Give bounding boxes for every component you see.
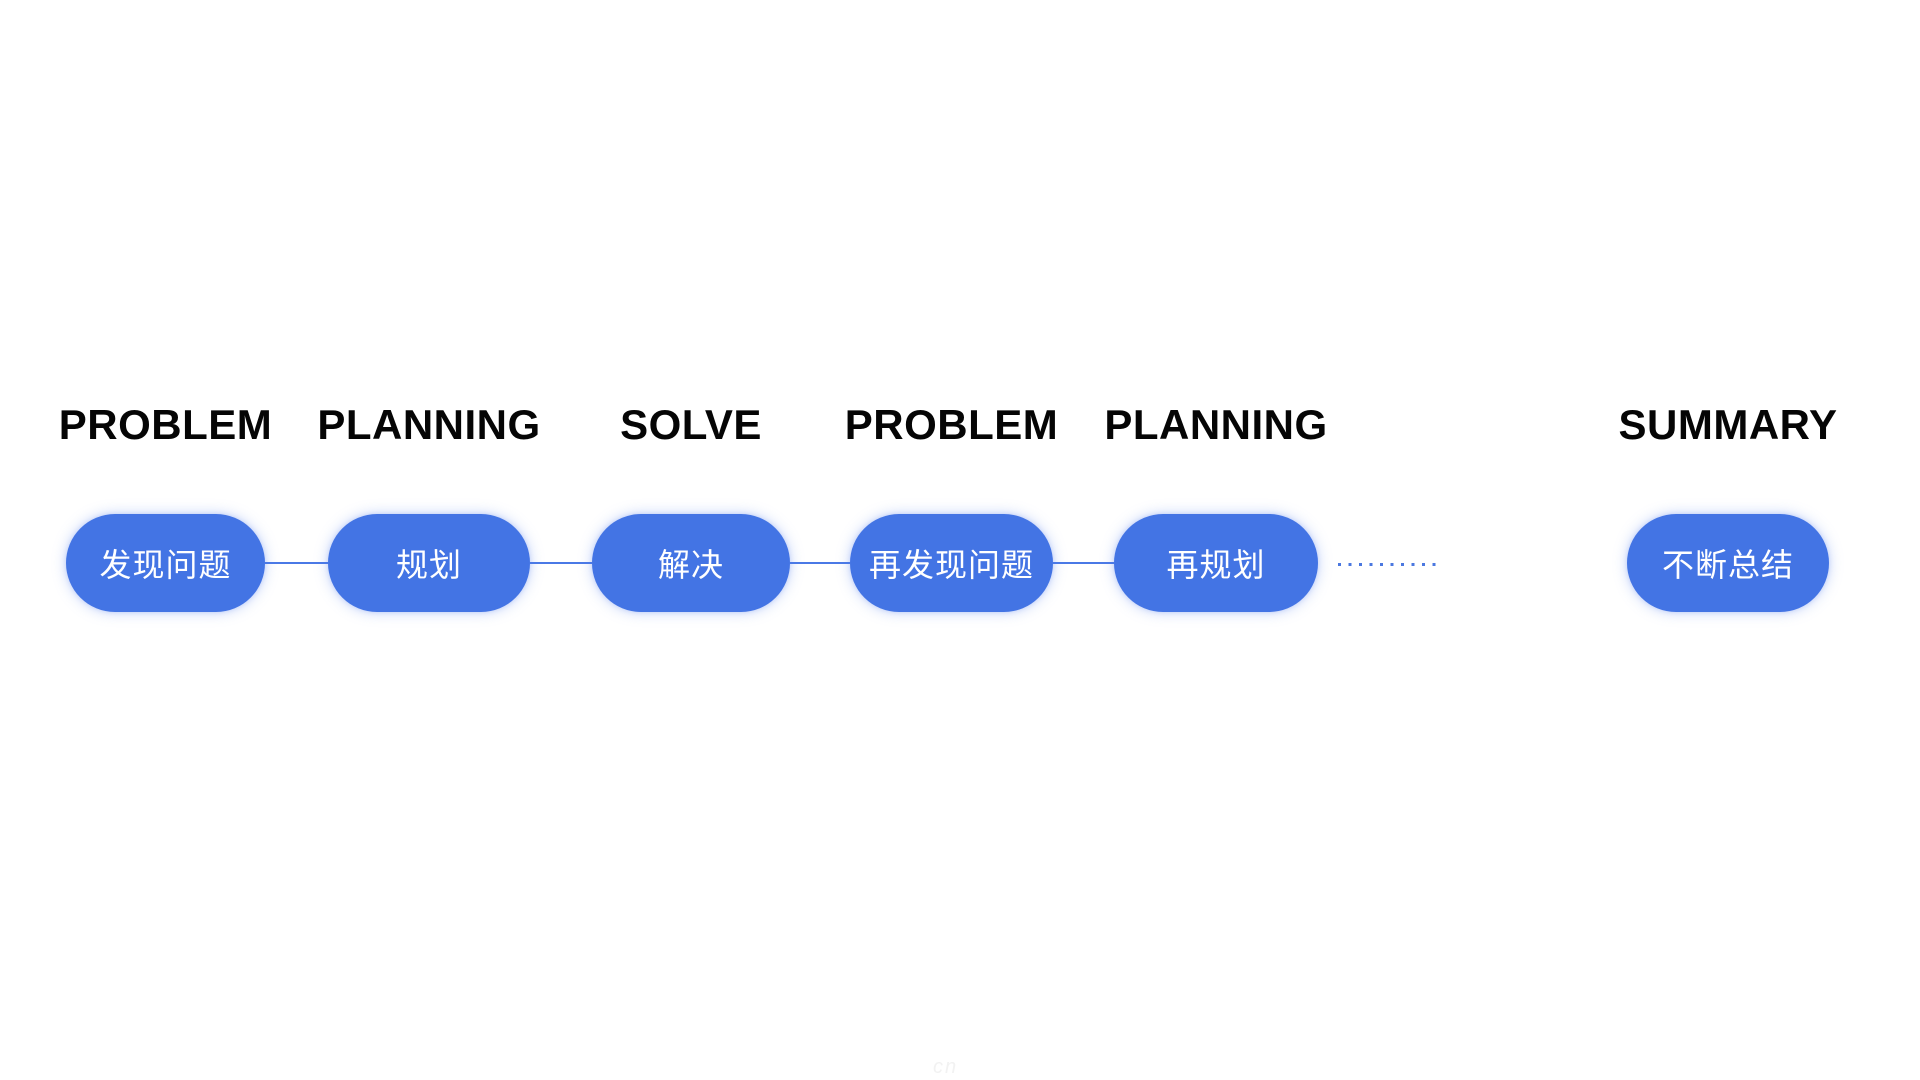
flow-step-solve: SOLVE 解决 <box>592 402 790 614</box>
step-pill: 规划 <box>328 514 530 612</box>
connector-line-1 <box>265 562 328 564</box>
step-label: SUMMARY <box>1618 401 1838 448</box>
flow-step-planning-2: PLANNING 再规划 <box>1104 402 1327 614</box>
flow-step-planning-1: PLANNING 规划 <box>317 402 540 614</box>
pill-text: 规划 <box>395 547 462 583</box>
dotted-connector-line <box>1338 563 1438 566</box>
flow-step-summary: SUMMARY 不断总结 <box>1619 402 1837 614</box>
flow-step-problem-1: PROBLEM 发现问题 <box>59 402 272 614</box>
step-pill: 发现问题 <box>66 514 265 612</box>
flow-step-problem-2: PROBLEM 再发现问题 <box>845 402 1058 614</box>
connector-line-3 <box>790 562 850 564</box>
pill-text: 再发现问题 <box>868 547 1034 583</box>
step-label: PROBLEM <box>844 401 1059 448</box>
pill-text: 再规划 <box>1166 547 1266 583</box>
connector-line-4 <box>1053 562 1114 564</box>
pill-text: 发现问题 <box>99 547 232 583</box>
connector-line-2 <box>530 562 592 564</box>
pill-text: 不断总结 <box>1661 547 1794 583</box>
step-label: PROBLEM <box>58 401 273 448</box>
step-pill: 再发现问题 <box>850 514 1053 612</box>
pill-text: 解决 <box>657 547 724 583</box>
step-label: PLANNING <box>317 401 541 448</box>
watermark: cn <box>933 1056 959 1078</box>
step-pill: 解决 <box>592 514 790 612</box>
step-pill: 不断总结 <box>1627 514 1829 612</box>
step-label: PLANNING <box>1104 401 1328 448</box>
step-pill: 再规划 <box>1114 514 1318 612</box>
step-label: SOLVE <box>620 401 762 448</box>
